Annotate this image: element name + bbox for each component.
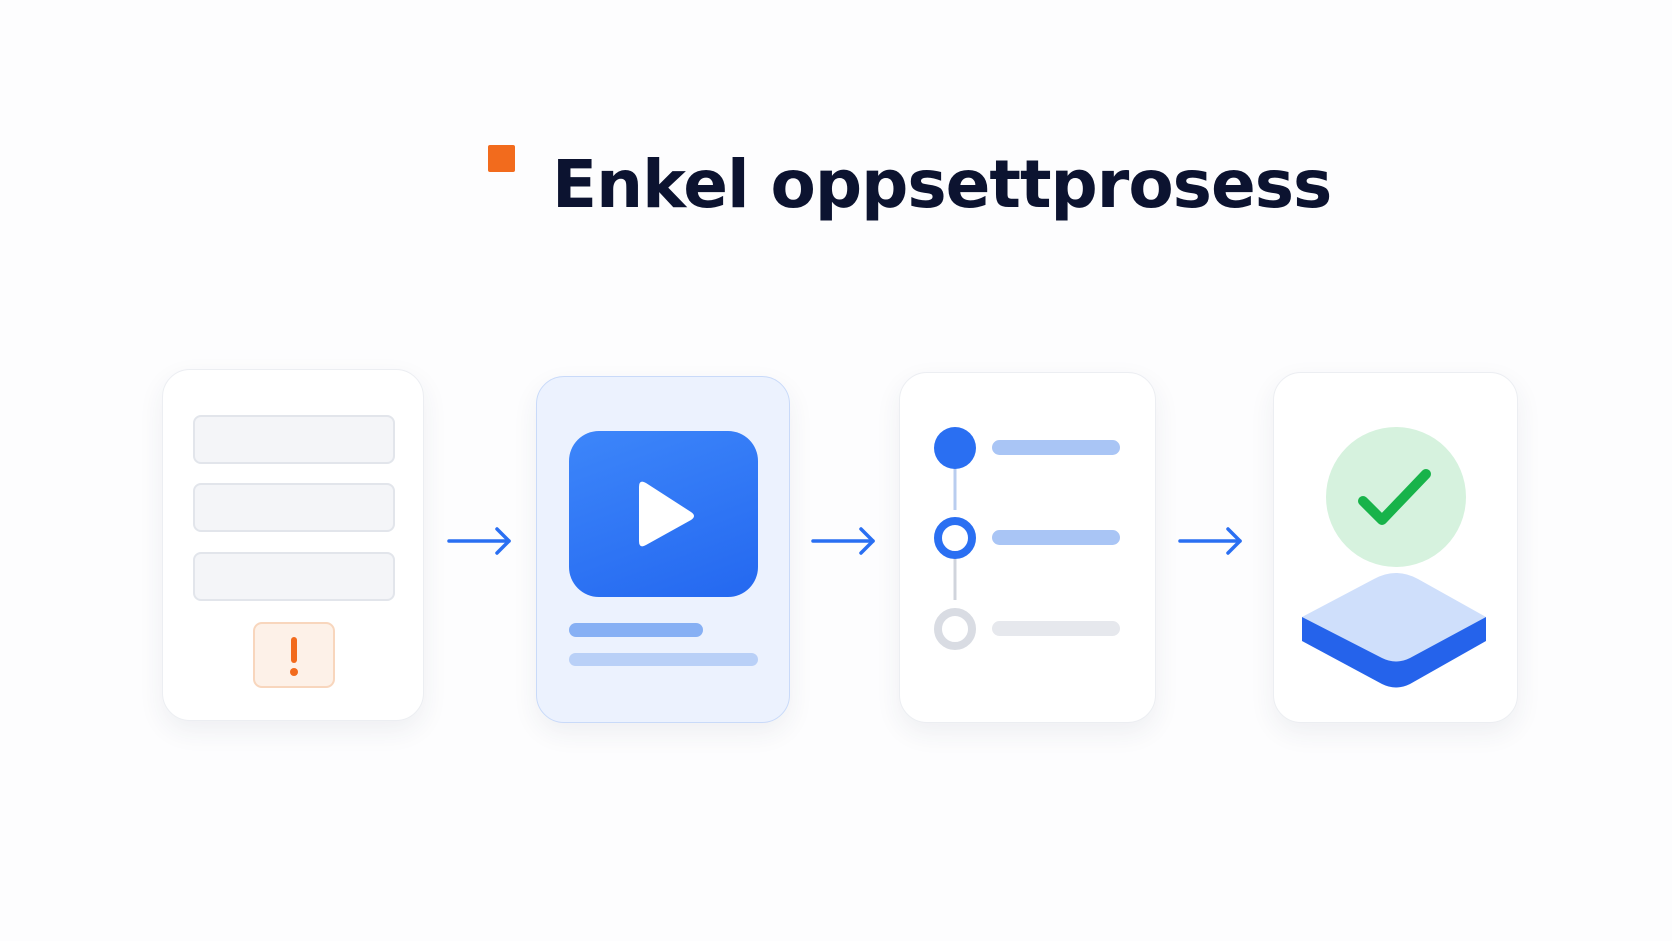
step-filled-icon [934,427,976,469]
arrow-right-icon [447,527,511,555]
step-pending-icon [934,608,976,650]
page-title: Enkel oppsettprosess [552,146,1332,223]
text-line [569,653,758,666]
input-field [193,552,395,601]
step-card-form [162,369,424,721]
accent-square [488,145,515,172]
completion-illustration [1302,427,1486,688]
arrow-right-icon [1178,527,1242,555]
arrow-right-icon [811,527,875,555]
exclamation-icon [290,637,298,676]
check-circle [1326,427,1466,567]
input-field [193,483,395,532]
platform-icon [1302,573,1486,688]
check-icon [1358,469,1431,525]
video-thumbnail [569,431,758,597]
step-label-line [992,621,1120,636]
step-current-icon [934,517,976,559]
warning-badge [253,622,335,688]
step-card-video [536,376,790,723]
progress-steps [934,427,1120,650]
step-card-progress [899,372,1156,723]
play-icon [639,481,694,547]
step-label-line [992,440,1120,455]
step-label-line [992,530,1120,545]
input-field [193,415,395,464]
step-card-complete [1273,372,1518,723]
title-line [569,623,703,637]
